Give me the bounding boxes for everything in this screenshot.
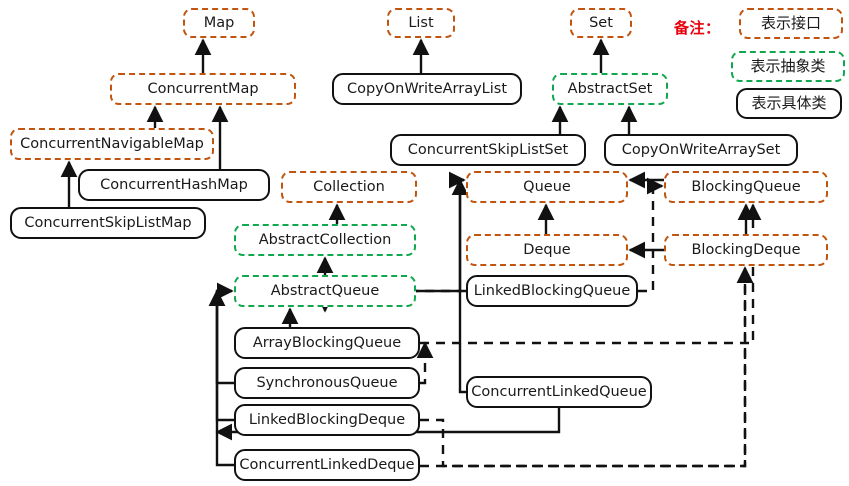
legend-box-label: 表示具体类 <box>751 94 827 112</box>
class-box-label: BlockingQueue <box>691 178 801 195</box>
class-box-synchronousqueue[interactable]: SynchronousQueue <box>234 367 420 399</box>
class-box-concurrenthashmap[interactable]: ConcurrentHashMap <box>78 169 270 201</box>
class-box-queue[interactable]: Queue <box>466 171 628 203</box>
class-box-concurrentlinkeddeque[interactable]: ConcurrentLinkedDeque <box>234 449 420 481</box>
class-box-concurrentlinkedqueue[interactable]: ConcurrentLinkedQueue <box>466 376 652 408</box>
class-box-blockingdeque[interactable]: BlockingDeque <box>664 234 828 266</box>
class-box-list[interactable]: List <box>387 8 455 38</box>
class-box-label: SynchronousQueue <box>256 374 398 391</box>
class-box-deque[interactable]: Deque <box>466 234 628 266</box>
class-box-label: AbstractCollection <box>258 231 392 248</box>
class-box-concurrentnavigablemap[interactable]: ConcurrentNavigableMap <box>10 128 214 160</box>
edge-linkedblockingqueue-to-blockingqueue <box>638 177 664 293</box>
class-box-collection[interactable]: Collection <box>281 171 417 203</box>
class-box-concurrentskiplistset[interactable]: ConcurrentSkipListSet <box>390 134 586 166</box>
class-box-abstractset[interactable]: AbstractSet <box>552 73 668 105</box>
class-box-linkedblockingqueue[interactable]: LinkedBlockingQueue <box>466 275 638 307</box>
class-box-label: Set <box>589 14 613 31</box>
class-box-label: ConcurrentSkipListMap <box>24 214 192 231</box>
class-box-abstractcollection[interactable]: AbstractCollection <box>234 224 416 256</box>
legend-box-label: 表示抽象类 <box>750 57 826 75</box>
edge-concurrentlinkeddeque-to-abstractqueue <box>208 289 234 467</box>
class-box-concurrentmap[interactable]: ConcurrentMap <box>110 73 296 105</box>
class-box-label: Deque <box>523 241 571 258</box>
class-box-label: ConcurrentSkipListSet <box>407 141 569 158</box>
class-box-blockingqueue[interactable]: BlockingQueue <box>664 171 828 203</box>
class-box-copyonwritearraylist[interactable]: CopyOnWriteArrayList <box>332 73 522 105</box>
class-box-concurrentskiplistmap[interactable]: ConcurrentSkipListMap <box>10 207 206 239</box>
edge-abstractqueue-to-queue <box>416 171 466 293</box>
class-box-label: ArrayBlockingQueue <box>252 334 402 351</box>
class-box-label: AbstractQueue <box>270 282 380 299</box>
class-box-label: ConcurrentMap <box>147 80 259 97</box>
class-box-label: ConcurrentLinkedDeque <box>239 456 415 473</box>
class-box-abstractqueue[interactable]: AbstractQueue <box>234 275 416 307</box>
class-box-label: Collection <box>313 178 385 195</box>
legend-box-iface: 表示接口 <box>739 8 843 39</box>
class-box-label: ConcurrentHashMap <box>100 176 248 193</box>
edge-synchronousqueue-to-abstractqueue <box>215 282 234 385</box>
class-box-label: CopyOnWriteArraySet <box>621 141 781 158</box>
legend-box-label: 表示接口 <box>760 14 821 32</box>
legend-title: 备注： <box>674 19 721 37</box>
edge-arrayblockingqueue-to-blockingqueue <box>420 203 762 345</box>
legend-box-concrete: 表示具体类 <box>736 88 842 119</box>
class-box-arrayblockingqueue[interactable]: ArrayBlockingQueue <box>234 327 420 359</box>
edge-linkedblockingdeque-to-abstractqueue <box>208 289 234 422</box>
class-box-label: BlockingDeque <box>691 241 801 258</box>
class-box-label: List <box>408 14 434 31</box>
class-box-label: ConcurrentNavigableMap <box>20 135 204 152</box>
legend-box-abstract: 表示抽象类 <box>731 51 845 82</box>
class-box-label: AbstractSet <box>567 80 653 97</box>
class-box-set[interactable]: Set <box>570 8 632 38</box>
class-box-label: LinkedBlockingQueue <box>473 282 631 299</box>
class-box-label: LinkedBlockingDeque <box>248 411 406 428</box>
class-box-copyonwritearrayset[interactable]: CopyOnWriteArraySet <box>604 134 798 166</box>
class-box-label: CopyOnWriteArrayList <box>346 80 508 97</box>
class-box-label: ConcurrentLinkedQueue <box>471 383 647 400</box>
class-box-map[interactable]: Map <box>183 8 255 38</box>
class-box-label: Queue <box>523 178 571 195</box>
class-box-label: Map <box>203 14 235 31</box>
edge-synchronousqueue-to-blockingqueue <box>416 341 434 385</box>
class-box-linkedblockingdeque[interactable]: LinkedBlockingDeque <box>234 404 420 436</box>
